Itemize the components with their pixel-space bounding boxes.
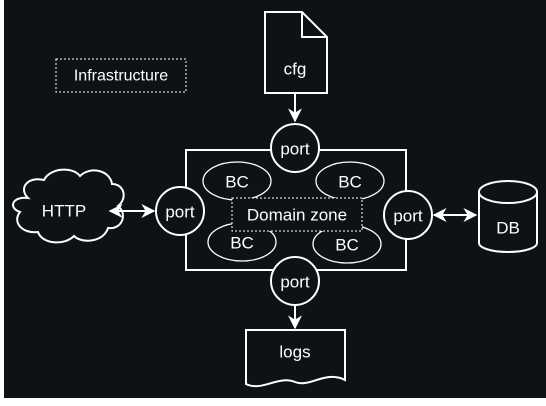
logs-document-label: logs [279, 343, 310, 362]
config-document-label: cfg [284, 60, 307, 79]
bounded-context-label: BC [225, 173, 249, 192]
port-top: port [270, 123, 320, 173]
infrastructure-label: Infrastructure [74, 68, 168, 85]
port-right: port [383, 190, 433, 240]
port-top-label: port [280, 140, 310, 159]
bounded-context-label: BC [338, 173, 362, 192]
infrastructure-label-box: Infrastructure [55, 58, 187, 93]
database-cylinder: DB [478, 180, 538, 253]
bounded-context-label: BC [230, 234, 254, 253]
domain-zone-label-box: Domain zone [231, 197, 363, 232]
port-bottom: port [270, 256, 320, 306]
port-left-label: port [165, 203, 195, 222]
bounded-context-label: BC [335, 236, 359, 255]
http-cloud-label: HTTP [42, 202, 86, 221]
logs-document: logs [245, 329, 346, 388]
port-left: port [155, 186, 205, 236]
database-label: DB [496, 219, 520, 238]
http-cloud: HTTP [12, 168, 125, 244]
config-document: cfg [264, 11, 328, 94]
port-right-label: port [393, 207, 423, 226]
domain-zone-label: Domain zone [247, 206, 347, 225]
port-bottom-label: port [280, 273, 310, 292]
